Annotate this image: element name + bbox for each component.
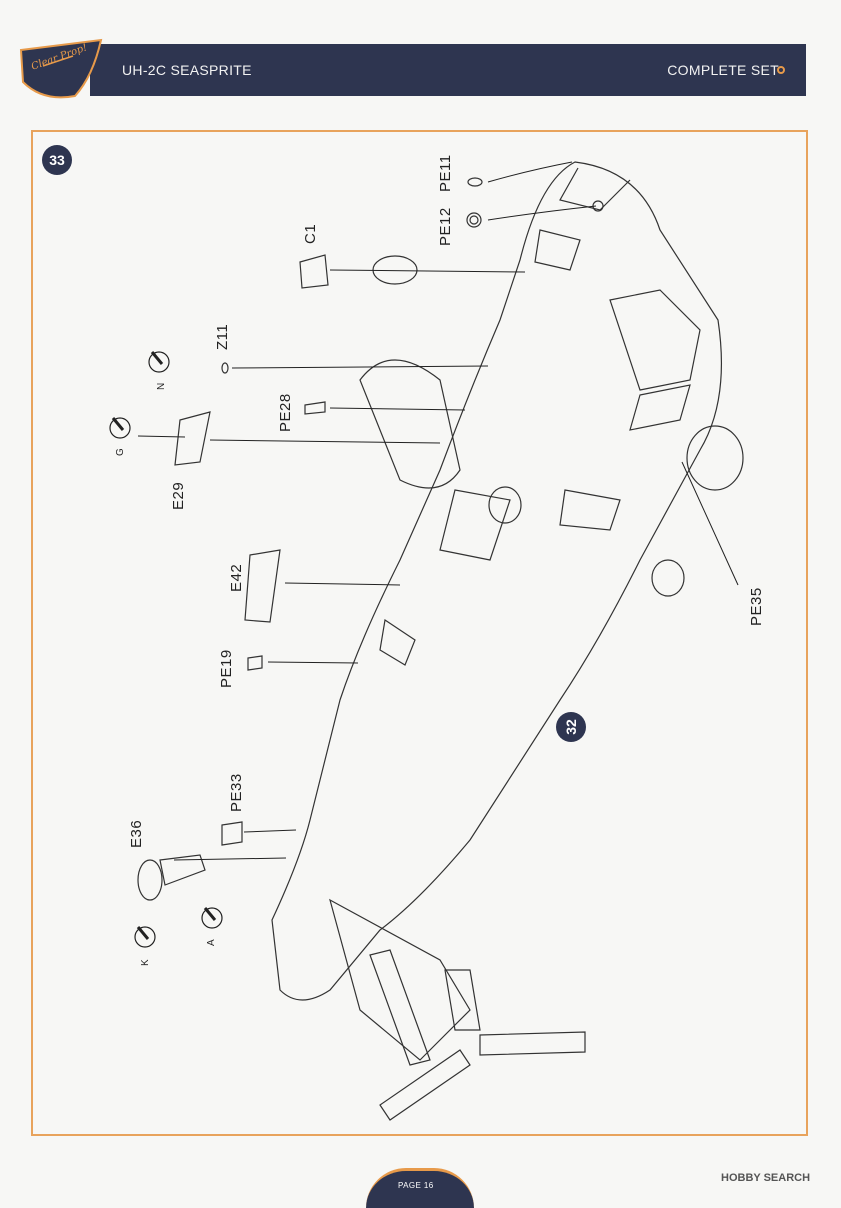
symbol-label-g: G <box>115 448 126 456</box>
part-label-e29: E29 <box>170 481 187 510</box>
logo <box>19 38 103 99</box>
step-badge-reference: 32 <box>556 712 586 742</box>
part-label-pe11: PE11 <box>437 154 454 192</box>
page-header <box>40 42 806 98</box>
watermark: HOBBY SEARCH <box>721 1172 811 1184</box>
part-label-e36: E36 <box>128 819 145 848</box>
part-label-pe33: PE33 <box>228 773 245 812</box>
header-title: UH-2C SEASPRITE <box>122 62 252 78</box>
page-number: PAGE 16 <box>398 1181 434 1190</box>
symbol-label-n: N <box>156 382 167 390</box>
part-label-z11: Z11 <box>214 323 231 350</box>
instruction-frame <box>31 130 808 1136</box>
header-set-label: COMPLETE SET <box>667 62 779 78</box>
part-label-pe28: PE28 <box>277 393 294 432</box>
part-label-pe12: PE12 <box>437 207 454 246</box>
symbol-label-a: A <box>206 939 217 946</box>
header-dot-icon <box>777 66 785 74</box>
symbol-label-k: K <box>140 959 151 966</box>
part-label-e42: E42 <box>228 563 245 592</box>
step-badge-main: 33 <box>42 145 72 175</box>
part-label-c1: C1 <box>302 223 319 244</box>
header-bar <box>90 44 806 96</box>
part-label-pe35: PE35 <box>748 587 765 626</box>
part-label-pe19: PE19 <box>218 649 235 688</box>
